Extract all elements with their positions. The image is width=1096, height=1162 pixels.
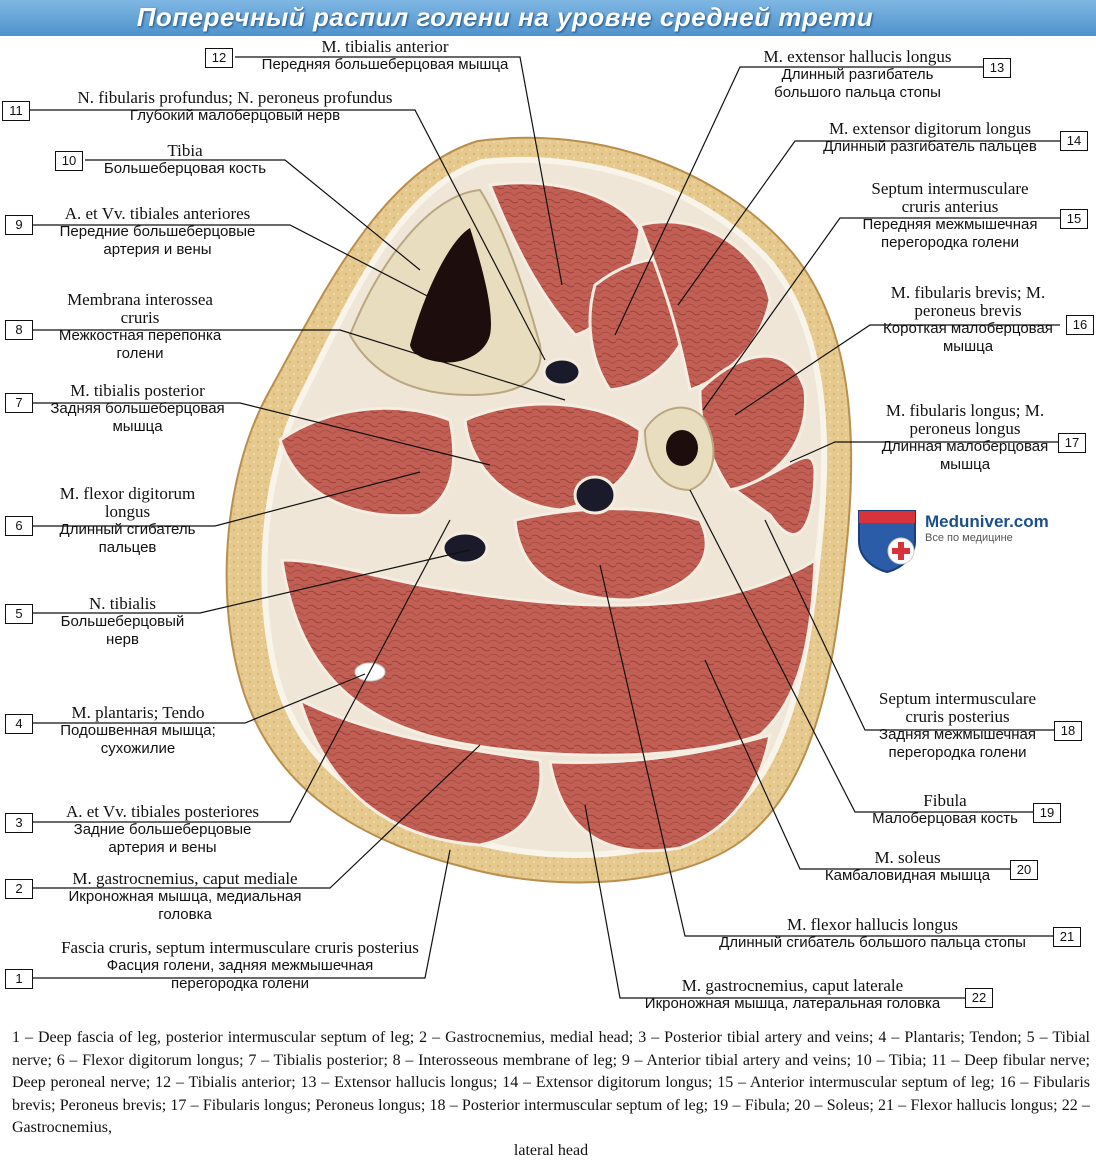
fibula-marrow (666, 430, 698, 466)
callout-number-5: 5 (5, 604, 33, 624)
callout-number-16: 16 (1066, 315, 1094, 335)
caption-main: 1 – Deep fascia of leg, posterior interm… (12, 1029, 1090, 1136)
callout-number-8: 8 (5, 320, 33, 340)
label-11: N. fibularis profundus; N. peroneus prof… (30, 89, 440, 125)
anterior-tibial-vessels (544, 359, 580, 385)
figure-caption: 1 – Deep fascia of leg, posterior interm… (12, 1027, 1090, 1162)
callout-number-11: 11 (2, 101, 30, 121)
logo-name[interactable]: Meduniver.com (925, 512, 1049, 532)
callout-number-9: 9 (5, 215, 33, 235)
logo-text[interactable]: Meduniver.com Все по медицине (925, 512, 1049, 544)
callout-number-12: 12 (205, 48, 233, 68)
callout-number-13: 13 (983, 58, 1011, 78)
callout-number-7: 7 (5, 393, 33, 413)
callout-number-15: 15 (1060, 209, 1088, 229)
callout-number-14: 14 (1060, 131, 1088, 151)
callout-number-21: 21 (1053, 927, 1081, 947)
callout-number-22: 22 (965, 988, 993, 1008)
callout-number-6: 6 (5, 516, 33, 536)
posterior-tibial-vessels (443, 533, 487, 563)
meduniver-shield-icon (853, 505, 921, 573)
callout-number-4: 4 (5, 714, 33, 734)
callout-number-17: 17 (1058, 433, 1086, 453)
peroneal-vessels (575, 477, 615, 513)
logo-tagline: Все по медицине (925, 532, 1049, 544)
caption-last-line: lateral head (12, 1140, 1090, 1162)
callout-number-3: 3 (5, 813, 33, 833)
callout-number-18: 18 (1054, 721, 1082, 741)
callout-number-20: 20 (1010, 860, 1038, 880)
label-1: Fascia cruris, septum intermusculare cru… (60, 939, 420, 993)
callout-number-19: 19 (1033, 803, 1061, 823)
callout-number-1: 1 (5, 969, 33, 989)
callout-number-2: 2 (5, 879, 33, 899)
callout-number-10: 10 (55, 151, 83, 171)
